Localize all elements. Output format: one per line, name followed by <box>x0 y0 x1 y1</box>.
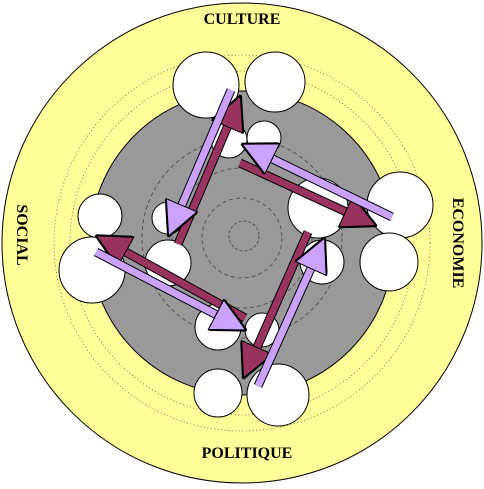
label-culture: CULTURE <box>204 11 281 28</box>
label-social: SOCIAL <box>13 204 30 265</box>
dotted-orbit-outer <box>53 54 431 432</box>
bubble-top-left-large <box>172 51 240 119</box>
dotted-orbit-middle <box>69 70 415 416</box>
bubble-right-small <box>359 232 419 292</box>
dashed-orbit-3 <box>201 197 283 279</box>
bubble-left-small-top <box>77 193 123 239</box>
light-arrows <box>93 88 394 388</box>
label-economie: ECONOMIE <box>449 198 466 289</box>
bubble-bottom-right-large <box>246 363 310 427</box>
dashed-orbit-4 <box>228 220 260 252</box>
bubble-bottom-left <box>193 368 243 418</box>
bubble-top-right-large <box>244 51 306 113</box>
label-politique: POLITIQUE <box>202 445 293 462</box>
